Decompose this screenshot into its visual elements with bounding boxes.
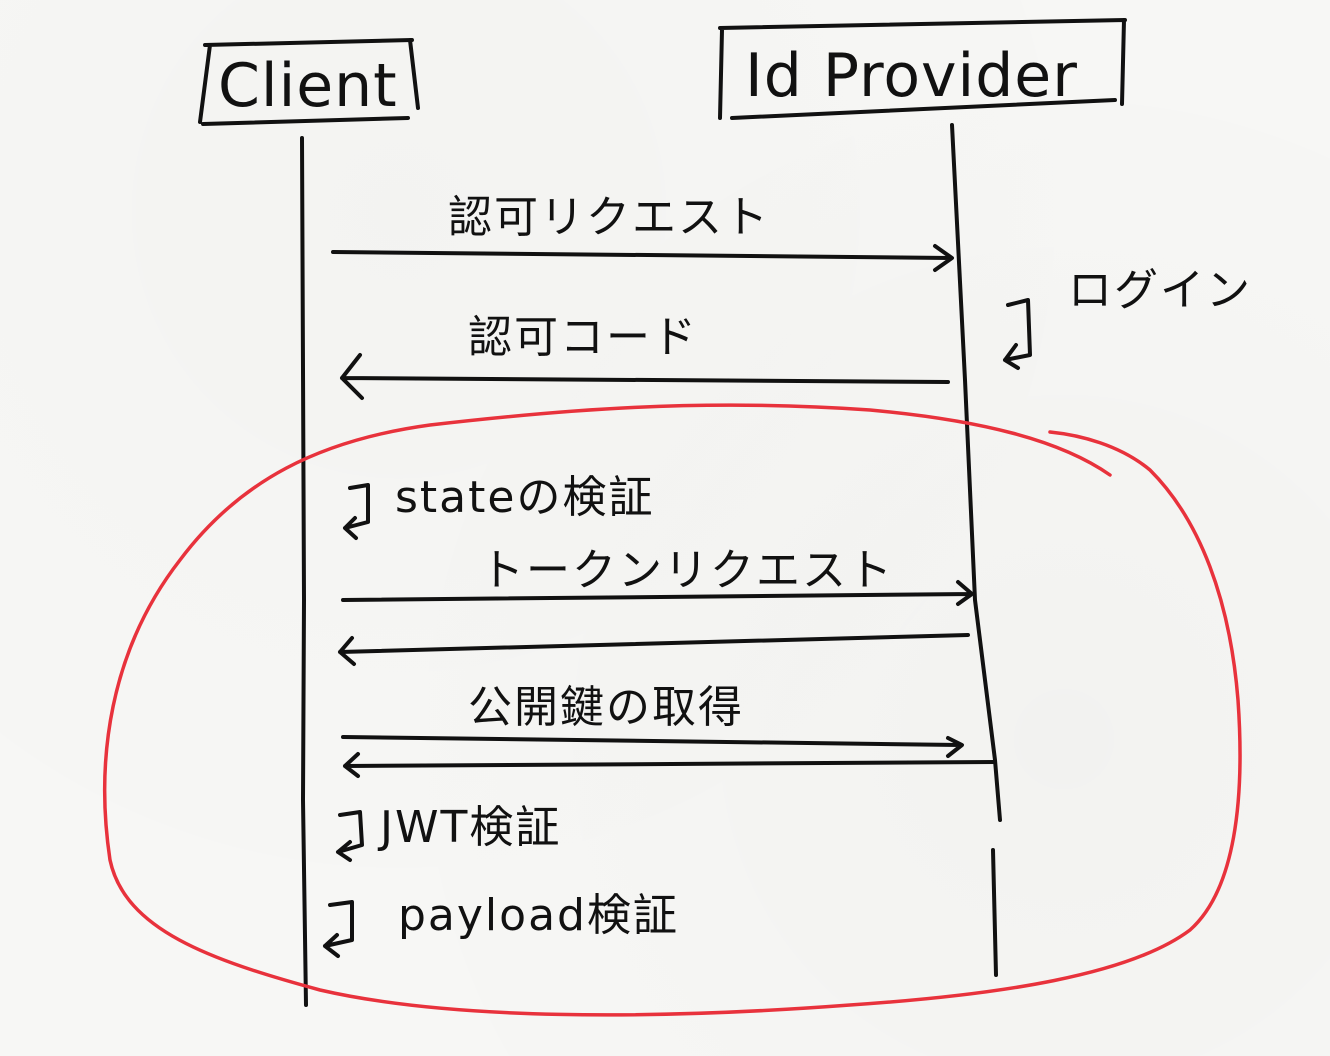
- note-state-verify: stateの検証: [343, 472, 654, 540]
- public-key-request-arrow: [341, 735, 964, 758]
- provider-lifeline: [950, 123, 1002, 822]
- client-lifeline: [300, 136, 308, 1007]
- actor-client-label: Client: [218, 51, 398, 121]
- message-auth-request: 認可リクエスト: [331, 192, 954, 272]
- public-key-response-arrow: [343, 752, 997, 778]
- message-auth-code: 認可コード: [340, 312, 950, 400]
- public-key-label: 公開鍵の取得: [468, 682, 744, 733]
- actor-client: Client: [198, 38, 420, 126]
- auth-code-arrow: [340, 353, 950, 400]
- provider-lifeline-tail: [991, 848, 998, 977]
- auth-request-arrow: [331, 244, 954, 272]
- auth-code-label: 認可コード: [468, 312, 698, 363]
- highlight-loop: [102, 403, 1242, 1017]
- note-login: ログイン: [1003, 265, 1252, 370]
- token-response-arrow: [338, 633, 970, 666]
- actor-provider: Id Provider: [718, 18, 1127, 120]
- payload-verify-label: payload検証: [398, 890, 679, 941]
- auth-request-label: 認可リクエスト: [448, 192, 770, 243]
- token-request-arrow: [341, 580, 974, 606]
- actor-provider-label: Id Provider: [745, 41, 1078, 111]
- state-loop-icon: [343, 483, 370, 540]
- login-label: ログイン: [1068, 265, 1252, 316]
- state-verify-label: stateの検証: [395, 472, 654, 523]
- note-payload-verify: payload検証: [323, 890, 679, 958]
- token-request-label: トークンリクエスト: [480, 545, 894, 596]
- note-jwt-verify: JWT検証: [336, 802, 561, 862]
- jwt-verify-label: JWT検証: [377, 802, 561, 853]
- message-public-key: 公開鍵の取得: [341, 682, 997, 778]
- jwt-loop-icon: [336, 810, 364, 862]
- login-loop-icon: [1003, 298, 1032, 370]
- payload-loop-icon: [323, 900, 354, 958]
- message-token-request: トークンリクエスト: [338, 545, 974, 666]
